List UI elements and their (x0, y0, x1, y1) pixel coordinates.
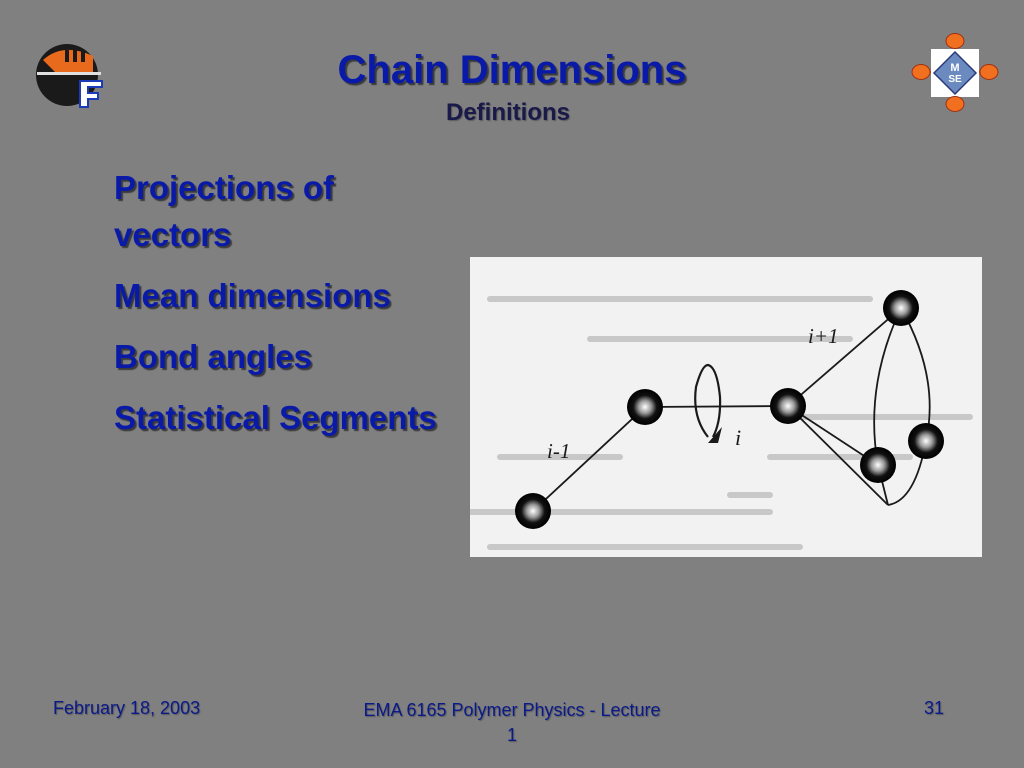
bullet-item: Mean dimensions (114, 277, 391, 314)
slide-title: Chain Dimensions (337, 48, 687, 92)
chain-bead (627, 389, 663, 425)
footer-date: February 18, 2003 (53, 698, 201, 718)
chain-bead (860, 447, 896, 483)
mse-logo: M SE (910, 32, 1000, 119)
rotation-arrowhead (708, 427, 722, 443)
chain-bead (770, 388, 806, 424)
bullet-item: Statistical Segments (114, 399, 437, 436)
bullet-item: Projections of vectors (114, 169, 335, 253)
chain-diagram-image: i-1 i i+1 (470, 257, 982, 557)
chain-bead (515, 493, 551, 529)
university-logo (33, 42, 105, 113)
footer-course: EMA 6165 Polymer Physics - Lecture 1 (363, 700, 661, 745)
mse-logo-icon: M SE (911, 33, 999, 112)
bullet-item: Bond angles (114, 338, 313, 375)
label-i-minus-1: i-1 (547, 439, 570, 463)
chain-bead (908, 423, 944, 459)
footer-page-number: 31 (924, 698, 945, 718)
slide-subtitle: Definitions (446, 99, 570, 126)
rotation-arrow (694, 363, 722, 438)
bullet-list: Projections of vectors Mean dimensions B… (114, 164, 459, 455)
mse-logo-text-m: M (950, 62, 959, 74)
chain-diagram: i-1 i i+1 (470, 290, 973, 550)
scanned-text-background (470, 296, 973, 550)
mse-logo-text-se: SE (948, 74, 962, 85)
label-i: i (735, 425, 741, 450)
university-logo-icon (36, 44, 103, 108)
chain-bead (883, 290, 919, 326)
label-i-plus-1: i+1 (808, 324, 839, 348)
